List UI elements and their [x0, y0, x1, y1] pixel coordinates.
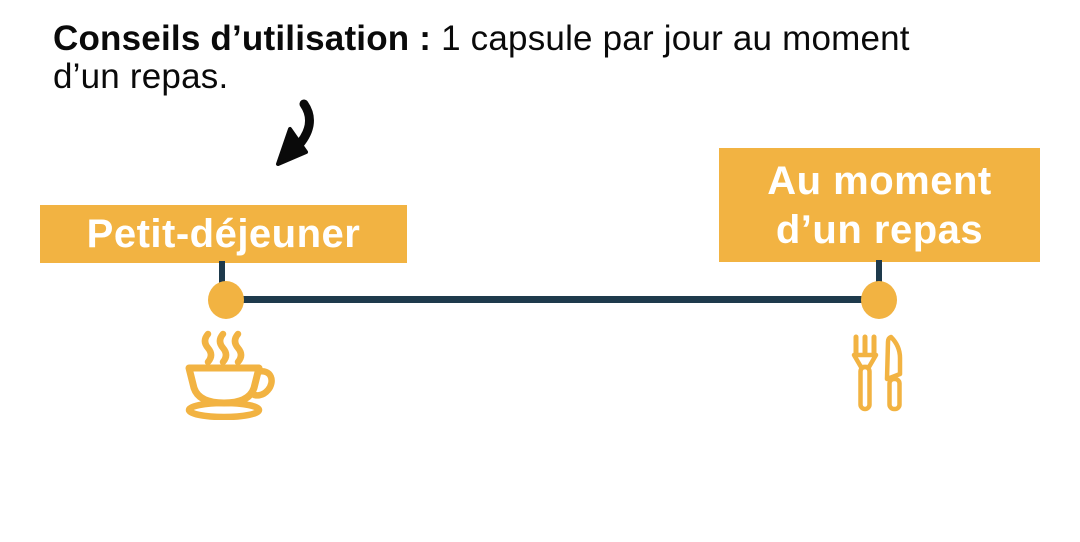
- timeline-dot-left: [208, 281, 244, 319]
- curved-arrow-icon: [276, 99, 314, 166]
- fork-knife-icon: [851, 334, 903, 412]
- coffee-cup-icon: [185, 330, 275, 420]
- usage-advice-heading: Conseils d’utilisation : 1 capsule par j…: [53, 20, 1053, 96]
- timeline-dot-right: [861, 281, 897, 319]
- connector-line-left: [219, 261, 225, 285]
- timeline-label-breakfast: Petit-déjeuner: [40, 205, 407, 263]
- timeline-label-meal-line1: Au moment: [767, 159, 992, 203]
- connector-line-right: [876, 260, 882, 285]
- timeline-label-meal: Au moment d’un repas: [719, 148, 1040, 262]
- timeline-label-meal-line2: d’un repas: [775, 208, 984, 252]
- heading-bold-prefix: Conseils d’utilisation :: [53, 19, 432, 58]
- heading-line1-rest: 1 capsule par jour au moment: [431, 19, 910, 58]
- heading-line2: d’un repas.: [53, 57, 229, 96]
- timeline-line: [226, 296, 879, 303]
